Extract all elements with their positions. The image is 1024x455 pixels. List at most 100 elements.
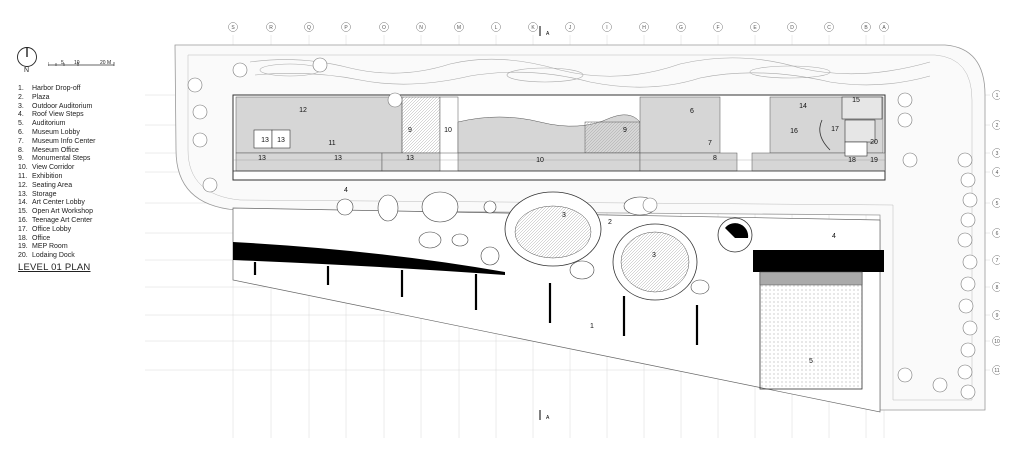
tree-icon [960,212,976,228]
legend-item: 14.Art Center Lobby [18,199,138,208]
grid-row-label: 6 [996,231,999,237]
grid-row-label: 7 [996,258,999,264]
legend-item-label: Meseum Office [32,146,79,154]
grid-column-label: B [864,25,868,31]
legend-item: 1.Harbor Drop-off [18,85,138,94]
legend-item-label: Plaza [32,93,50,101]
grid-bubble [992,255,1000,265]
grid-column-label: N [419,25,423,31]
grid-column-label: C [827,25,831,31]
legend-item-label: Lodaing Dock [32,252,75,260]
legend-item: 11.Exhibition [18,173,138,182]
legend-item-number: 11. [18,172,28,180]
plaza-planters [336,191,710,295]
section-marker-top: A [546,31,550,37]
north-label: N [24,67,30,74]
legend-item-label: Office Lobby [32,225,72,233]
tree-icon [957,232,973,248]
monumental-steps-east [584,121,641,154]
lobby-strip [639,152,738,172]
tree-icon [960,172,976,188]
legend-item: 16. Teenage Art Center [18,217,138,226]
grid-row-label: 3 [996,151,999,157]
legend-item: 13. Storage [18,191,138,200]
legend-item-number: 20. [18,252,28,260]
auditorium-stage [759,271,863,286]
tree-icon [960,276,976,292]
room-label: 11 [328,140,335,147]
room-label: 18 [848,157,856,164]
scale-bar [47,54,118,72]
roof-blade [233,242,505,275]
room-label: 13 [406,155,414,162]
legend-item-number: 16. [18,216,28,224]
legend-item-label: View Corridor [32,164,75,172]
legend-item-label: Museum Info Center [32,137,96,145]
legend-item-label: Teenage Art Center [32,216,93,224]
room-label: 1 [590,323,594,330]
legend-item-label: Open Art Workshop [32,208,93,216]
legend-item: 20. Lodaing Dock [18,252,138,261]
grid-column-label: F [716,25,719,31]
legend-item-number: 9. [18,155,24,163]
outdoor-auditorium-west-seating [514,205,592,259]
legend-item: 15.Open Art Workshop [18,208,138,217]
legend-item: 18.Office [18,235,138,244]
grid-bubble [861,22,871,32]
legend-item-label: Museum Lobby [32,128,80,136]
room-label: 16 [790,128,798,135]
legend-item-number: 10. [18,164,28,172]
room-label: 13 [261,137,269,144]
museum-lobby-zone [639,96,721,154]
room-label: 15 [852,97,860,104]
room-label: 20 [870,139,878,146]
grid-column-label: R [269,25,273,31]
legend-item-number: 19. [18,243,28,251]
grid-column-label: A [882,25,886,31]
room-label: 3 [652,252,656,259]
grid-bubble [992,90,1000,100]
view-corridor-strip [457,152,641,172]
legend-item-number: 18. [18,234,28,242]
grid-bubble [992,198,1000,208]
legend-item: 4.Roof View Steps [18,111,138,120]
grid-column-label: P [344,25,348,31]
room-label: 2 [608,219,612,226]
grid-row-label: 11 [994,368,999,374]
grid-row-label: 2 [996,123,999,129]
legend-item-number: 13. [18,190,28,198]
grid-column-label: K [531,25,535,31]
legend-item-label: Harbor Drop-off [32,85,81,92]
grid-column-label: I [606,25,607,31]
legend-item-label: Roof View Steps [32,111,84,119]
grid-column-label: D [790,25,794,31]
legend-item-label: Storage [32,190,57,198]
legend-item: 8.Meseum Office [18,147,138,156]
tree-icon [962,192,978,208]
tree-icon [957,152,973,168]
trees [187,57,978,400]
drop-off-columns [253,262,699,345]
grid-bubble [304,22,314,32]
legend-item: 5.Auditorium [18,120,138,129]
room-label: 4 [344,187,348,194]
legend-item-number: 7. [18,137,24,145]
grid-bubble [676,22,686,32]
tree-icon [202,177,218,193]
grid-bubble [639,22,649,32]
tree-icon [192,104,208,120]
teenage-art-center-wall [819,119,831,151]
tree-icon [960,384,976,400]
grid-row-label: 8 [996,285,999,291]
grid-bubble [713,22,723,32]
legend-item-number: 2. [18,93,24,101]
room-label: 10 [444,127,452,134]
grid-column-label: O [382,25,386,31]
room-label: 7 [708,140,712,147]
section-marker-bottom: A [546,415,550,421]
tree-icon [962,254,978,270]
tree-icon [192,132,208,148]
